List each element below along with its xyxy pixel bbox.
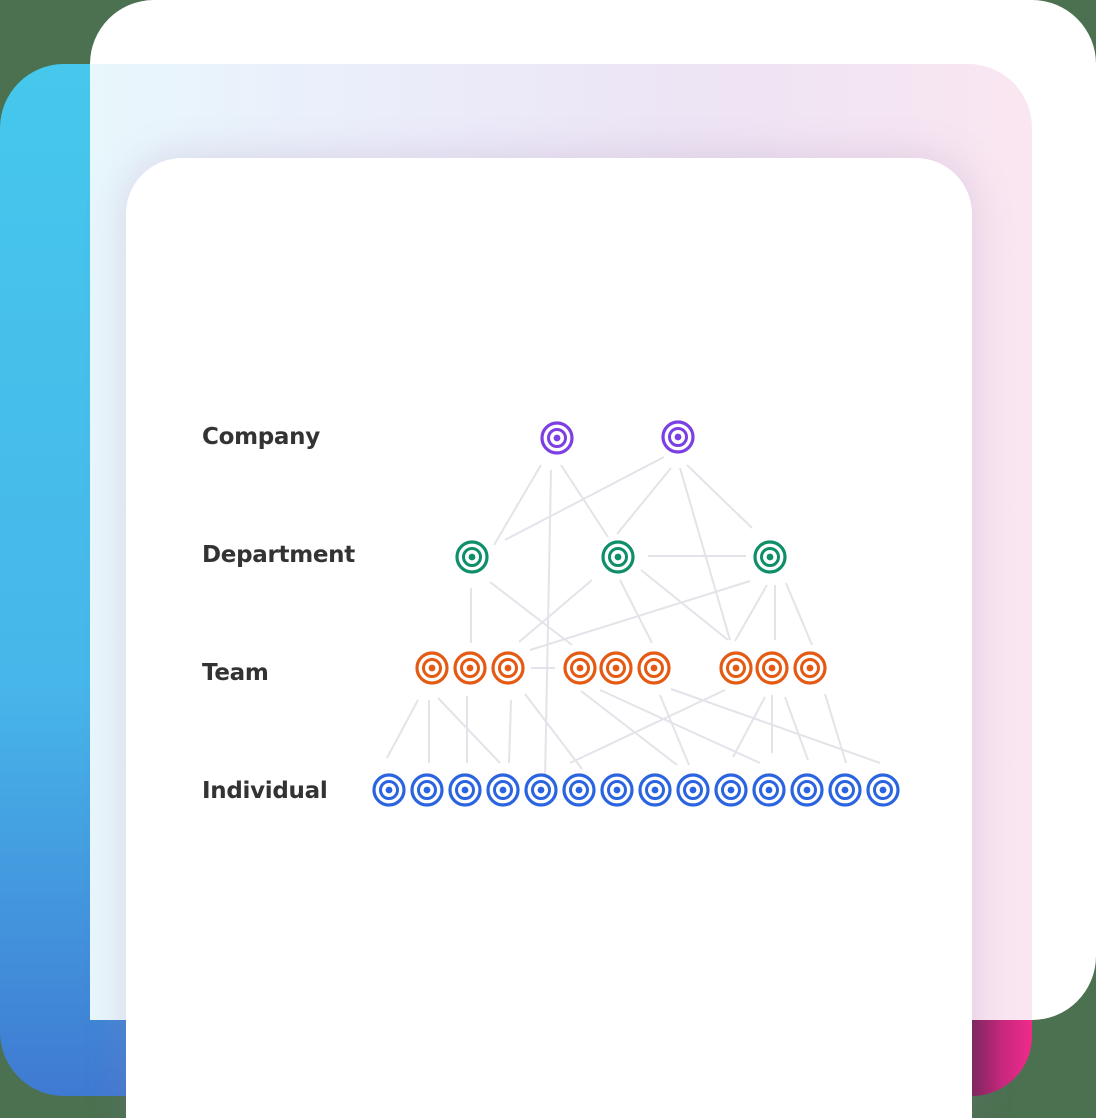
team-nodes — [415, 651, 827, 685]
target-icon[interactable] — [752, 773, 786, 807]
target-icon[interactable] — [448, 773, 482, 807]
target-icon[interactable] — [415, 651, 449, 685]
target-icon[interactable] — [562, 773, 596, 807]
level-label-individual: Individual — [202, 778, 328, 804]
target-icon[interactable] — [563, 651, 597, 685]
target-icon[interactable] — [790, 773, 824, 807]
target-icon[interactable] — [866, 773, 900, 807]
target-icon[interactable] — [828, 773, 862, 807]
target-icon[interactable] — [638, 773, 672, 807]
individual-nodes — [372, 773, 900, 807]
diagram-card — [126, 158, 972, 1118]
company-nodes — [540, 420, 695, 455]
target-icon[interactable] — [600, 773, 634, 807]
target-icon[interactable] — [491, 651, 525, 685]
target-icon[interactable] — [453, 651, 487, 685]
target-icon[interactable] — [719, 651, 753, 685]
target-icon[interactable] — [601, 540, 635, 574]
target-icon[interactable] — [676, 773, 710, 807]
target-icon[interactable] — [661, 420, 695, 454]
target-icon[interactable] — [599, 651, 633, 685]
level-label-company: Company — [202, 424, 320, 450]
target-icon[interactable] — [755, 651, 789, 685]
target-icon[interactable] — [714, 773, 748, 807]
target-icon[interactable] — [540, 421, 574, 455]
connector-lines — [386, 456, 881, 781]
target-icon[interactable] — [753, 540, 787, 574]
target-icon[interactable] — [486, 773, 520, 807]
target-icon[interactable] — [455, 540, 489, 574]
target-icon[interactable] — [637, 651, 671, 685]
level-label-team: Team — [202, 660, 269, 686]
target-icon[interactable] — [793, 651, 827, 685]
target-icon[interactable] — [410, 773, 444, 807]
level-label-department: Department — [202, 542, 355, 568]
target-icon[interactable] — [524, 773, 558, 807]
target-icon[interactable] — [372, 773, 406, 807]
